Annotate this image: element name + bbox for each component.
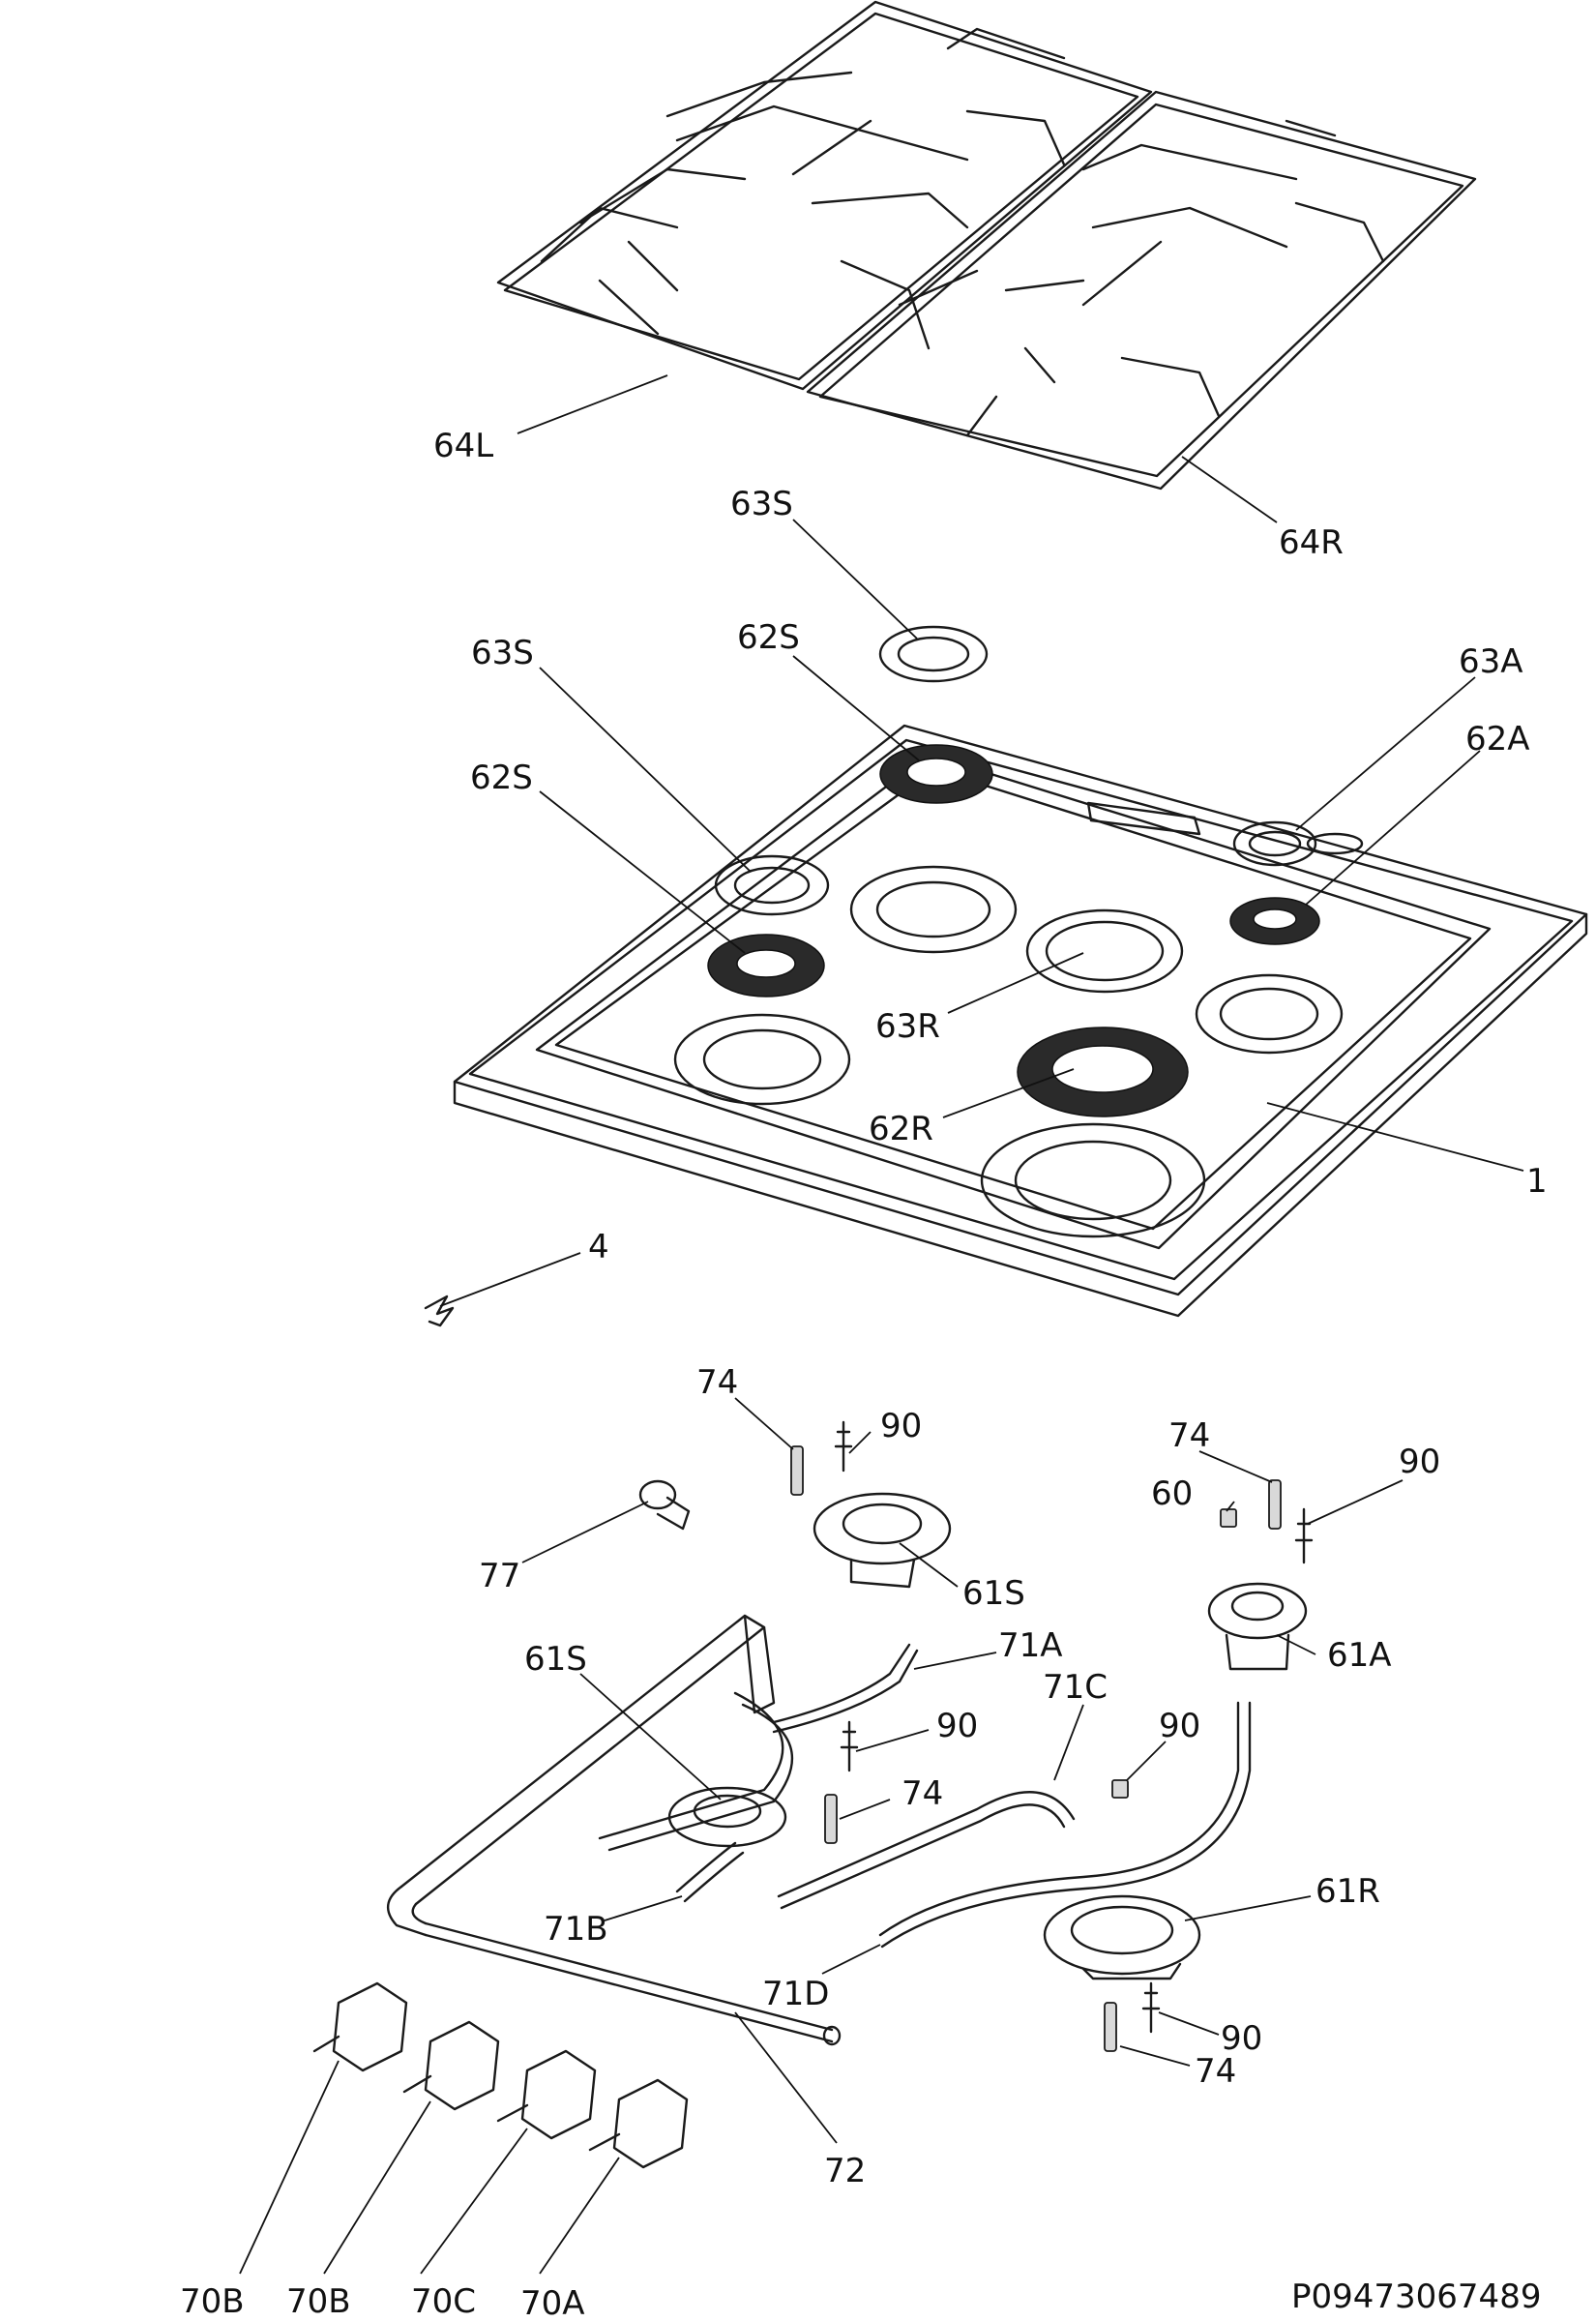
burner-body-61A bbox=[1207, 1582, 1308, 1671]
gas-tap-70C bbox=[496, 2049, 597, 2140]
label-74-d: 74 bbox=[1195, 2052, 1236, 2091]
thermocouple-74-b bbox=[1268, 1479, 1282, 1530]
label-72: 72 bbox=[824, 2152, 866, 2190]
label-90-e: 90 bbox=[1221, 2019, 1262, 2058]
gas-pipe-71B bbox=[675, 1841, 745, 1903]
label-90-a: 90 bbox=[880, 1407, 922, 1445]
label-71D: 71D bbox=[762, 1975, 829, 2013]
label-63A: 63A bbox=[1459, 642, 1523, 681]
label-63S-left: 63S bbox=[471, 634, 534, 672]
spark-plug-90-a bbox=[834, 1420, 853, 1473]
jet-90-d bbox=[1111, 1779, 1129, 1799]
burner-cap-63R bbox=[1025, 908, 1184, 994]
label-70C: 70C bbox=[411, 2282, 476, 2321]
clip-part bbox=[424, 1295, 455, 1327]
burner-body-61R bbox=[1043, 1894, 1201, 1980]
label-74-c: 74 bbox=[901, 1774, 943, 1813]
burner-cap-63S-top bbox=[878, 625, 989, 683]
burner-tray-front-right bbox=[980, 1122, 1206, 1238]
burner-cap-63S-left bbox=[714, 854, 830, 916]
burner-crown-62R bbox=[1017, 1027, 1189, 1117]
label-90-d: 90 bbox=[1159, 1707, 1200, 1745]
label-61A: 61A bbox=[1327, 1636, 1392, 1675]
label-1: 1 bbox=[1526, 1162, 1548, 1201]
label-77: 77 bbox=[479, 1557, 520, 1595]
gas-pipe-61S-feed bbox=[598, 1691, 794, 1852]
thermocouple-74-d bbox=[1104, 2002, 1117, 2052]
burner-tray-rear-right bbox=[1195, 973, 1344, 1055]
gas-tap-70A bbox=[588, 2078, 689, 2169]
burner-cap-63A bbox=[1232, 820, 1317, 867]
label-71A: 71A bbox=[998, 1626, 1063, 1665]
drawing-number: P09473067489 bbox=[1291, 2277, 1541, 2316]
cooktop-surface bbox=[453, 724, 1588, 1318]
gas-tap-70B-1 bbox=[312, 1981, 408, 2072]
label-64L: 64L bbox=[433, 427, 493, 465]
label-63S-top: 63S bbox=[730, 485, 793, 523]
gas-pipe-71C bbox=[777, 1791, 1076, 1910]
jet-60 bbox=[1220, 1508, 1237, 1528]
burner-crown-62A bbox=[1229, 897, 1320, 945]
label-62S-top: 62S bbox=[737, 618, 800, 657]
pan-support-left bbox=[496, 0, 1153, 391]
gas-tap-70B-2 bbox=[402, 2020, 500, 2111]
burner-body-61S-bottom bbox=[667, 1786, 787, 1848]
gas-manifold-72 bbox=[387, 1614, 842, 2046]
pan-support-right bbox=[806, 90, 1477, 491]
label-90-b: 90 bbox=[1399, 1443, 1440, 1481]
label-61R: 61R bbox=[1315, 1872, 1380, 1911]
label-70A: 70A bbox=[520, 2284, 585, 2322]
gas-pipe-71A bbox=[772, 1643, 919, 1734]
gas-pipe-71D bbox=[878, 1701, 1252, 1949]
burner-body-61S-top bbox=[813, 1492, 952, 1589]
label-74-b: 74 bbox=[1168, 1416, 1210, 1455]
label-71C: 71C bbox=[1043, 1668, 1108, 1707]
thermocouple-74-a bbox=[790, 1445, 804, 1496]
burner-tray-front-left bbox=[673, 1013, 851, 1106]
label-70B-2: 70B bbox=[286, 2282, 351, 2321]
leader-lines bbox=[239, 374, 1524, 2275]
label-64R: 64R bbox=[1279, 523, 1344, 562]
label-71B: 71B bbox=[544, 1910, 608, 1949]
label-90-c: 90 bbox=[936, 1707, 978, 1745]
label-62S-left: 62S bbox=[470, 759, 533, 797]
part-labels: 64L 64R 63S 62S 63S 63A 62A 62S 63R 62R … bbox=[180, 427, 1548, 2322]
label-63R: 63R bbox=[875, 1007, 940, 1046]
spark-plug-90-e bbox=[1141, 1981, 1161, 2034]
spark-plug-90-b bbox=[1294, 1507, 1314, 1564]
label-61S-b: 61S bbox=[524, 1640, 587, 1679]
label-60: 60 bbox=[1151, 1474, 1193, 1513]
label-70B-1: 70B bbox=[180, 2282, 245, 2321]
label-74-a: 74 bbox=[696, 1363, 738, 1402]
burner-crown-62S-top bbox=[879, 744, 993, 804]
burner-tray-rear-left bbox=[849, 865, 1018, 954]
thermocouple-74-c bbox=[824, 1794, 838, 1844]
spark-plug-90-c bbox=[840, 1720, 859, 1772]
label-62R: 62R bbox=[869, 1110, 933, 1148]
label-4: 4 bbox=[588, 1228, 609, 1266]
burner-crown-62S-left bbox=[707, 934, 825, 997]
label-61S-a: 61S bbox=[962, 1574, 1025, 1613]
elbow-fitting-77 bbox=[638, 1479, 691, 1531]
label-62A: 62A bbox=[1465, 720, 1530, 759]
